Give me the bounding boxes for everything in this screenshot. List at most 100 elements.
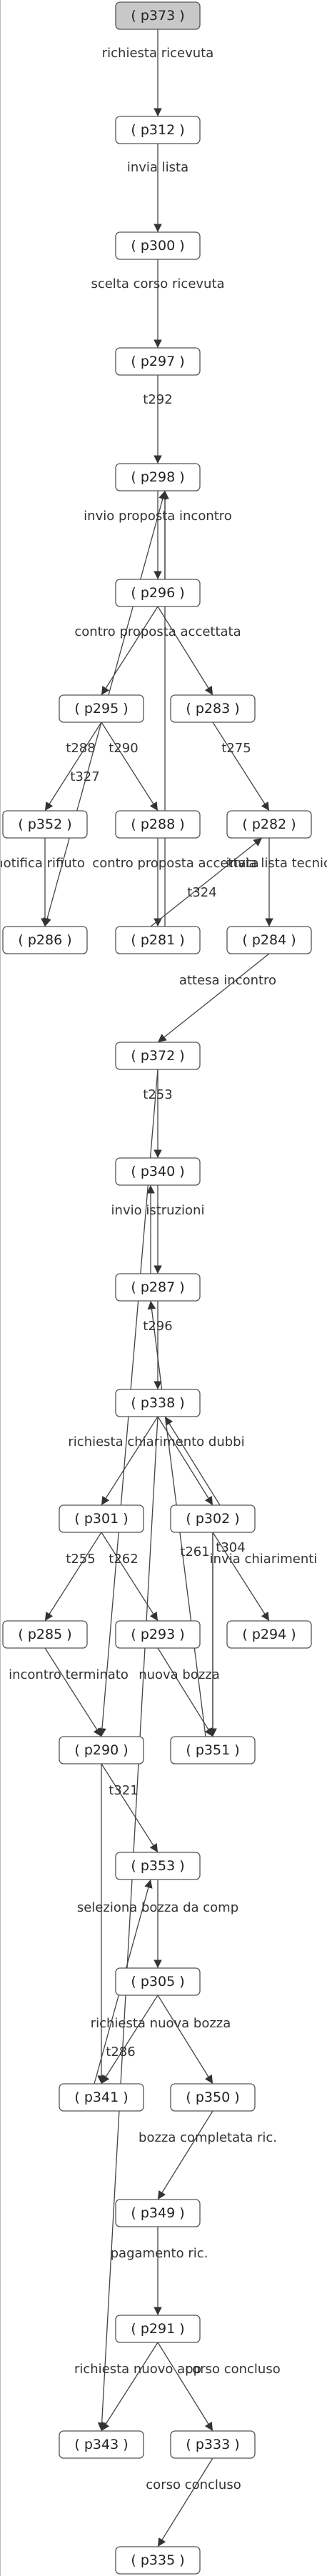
node-box: [115, 2199, 201, 2227]
edge-p291-p343: [101, 2342, 159, 2432]
node-label: ( p312 ): [131, 122, 184, 138]
node-p333[interactable]: ( p333 ): [170, 2430, 256, 2459]
node-p302[interactable]: ( p302 ): [170, 1504, 256, 1533]
node-p353[interactable]: ( p353 ): [115, 1852, 201, 1880]
node-box: [170, 2083, 256, 2112]
node-p301[interactable]: ( p301 ): [59, 1504, 144, 1533]
edge-label: t304: [216, 1540, 245, 1555]
edge-label: invia lista: [127, 160, 188, 175]
node-p283[interactable]: ( p283 ): [170, 694, 256, 723]
node-p295[interactable]: ( p295 ): [59, 694, 144, 723]
node-label: ( p282 ): [242, 817, 296, 832]
edge-label: t286: [106, 2045, 135, 2060]
node-box: [59, 2083, 144, 2112]
node-box: [170, 1504, 256, 1533]
node-label: ( p350 ): [186, 2090, 239, 2105]
node-p349[interactable]: ( p349 ): [115, 2199, 201, 2227]
edge-p305-p341: [101, 1995, 159, 2085]
edge-label: incontro terminato: [9, 1667, 129, 1682]
node-box: [115, 1273, 201, 1302]
edge-p301-p293: [101, 1532, 159, 1622]
node-p281[interactable]: ( p281 ): [115, 926, 201, 954]
node-box: [115, 1389, 201, 1417]
edge-p302-p338: [164, 1416, 221, 1506]
edge-label: attesa incontro: [179, 973, 276, 988]
edge-label: scelta corso ricevuta: [91, 276, 224, 291]
node-p300[interactable]: ( p300 ): [115, 231, 201, 260]
edge-p284-p372: [157, 953, 270, 1043]
node-label: ( p297 ): [131, 354, 184, 369]
node-label: ( p340 ): [131, 1164, 184, 1179]
node-box: [115, 463, 201, 491]
node-p341[interactable]: ( p341 ): [59, 2083, 144, 2112]
edge-p291-p333: [157, 2342, 213, 2432]
node-p284[interactable]: ( p284 ): [226, 926, 312, 954]
node-box: [115, 347, 201, 376]
edge-label: corso concluso: [185, 2362, 280, 2377]
edge-p285-p290: [44, 1647, 102, 1737]
edge-p350-p349: [157, 2110, 213, 2200]
edges-layer: [41, 29, 273, 2547]
edge-label: t255: [66, 1552, 95, 1567]
node-p285[interactable]: ( p285 ): [2, 1620, 88, 1649]
edge-label: t288: [66, 741, 95, 756]
edge-label: notifica rifiuto: [1, 856, 85, 871]
node-p288[interactable]: ( p288 ): [115, 810, 201, 839]
node-box: [2, 926, 88, 954]
node-label: ( p373 ): [131, 8, 184, 24]
edge-label: invia chiarimenti: [210, 1552, 318, 1567]
edge-p296-p283: [157, 606, 213, 696]
node-label: ( p338 ): [131, 1395, 184, 1411]
node-p305[interactable]: ( p305 ): [115, 1967, 201, 1996]
node-p351[interactable]: ( p351 ): [170, 1736, 256, 1764]
node-label: ( p343 ): [74, 2437, 128, 2452]
edge-label: richiesta nuovo app: [74, 2362, 201, 2377]
edge-p338-p302: [157, 1416, 213, 1506]
node-p312[interactable]: ( p312 ): [115, 116, 201, 144]
edge-label: nuova bozza: [139, 1667, 220, 1682]
edge-labels-layer: richiesta ricevuta invia lista scelta cors…: [1, 46, 327, 2492]
node-label: ( p290 ): [74, 1742, 128, 1758]
edge-p295-p288: [101, 722, 159, 812]
node-p372[interactable]: ( p372 ): [115, 1042, 201, 1070]
node-p287[interactable]: ( p287 ): [115, 1273, 201, 1302]
node-box: [115, 926, 201, 954]
node-p350[interactable]: ( p350 ): [170, 2083, 256, 2112]
edge-p305-p350: [157, 1995, 213, 2085]
node-label: ( p353 ): [131, 1858, 184, 1874]
edge-p338-p301: [101, 1416, 159, 1506]
node-p291[interactable]: ( p291 ): [115, 2315, 201, 2343]
node-box: [115, 116, 201, 144]
edge-label: t290: [109, 741, 138, 756]
node-box: [115, 1967, 201, 1996]
node-p352[interactable]: ( p352 ): [2, 810, 88, 839]
node-p282[interactable]: ( p282 ): [226, 810, 312, 839]
edge-label: invio istruzioni: [111, 1203, 205, 1218]
edge-label: richiesta ricevuta: [102, 46, 214, 61]
node-p296[interactable]: ( p296 ): [115, 579, 201, 607]
node-p340[interactable]: ( p340 ): [115, 1157, 201, 1186]
node-p294[interactable]: ( p294 ): [226, 1620, 312, 1649]
node-p373[interactable]: ( p373 ): [115, 1, 201, 30]
edge-p296-p295: [101, 606, 159, 696]
node-p286[interactable]: ( p286 ): [2, 926, 88, 954]
node-p298[interactable]: ( p298 ): [115, 463, 201, 491]
node-p297[interactable]: ( p297 ): [115, 347, 201, 376]
node-p335[interactable]: ( p335 ): [115, 2546, 201, 2575]
node-p293[interactable]: ( p293 ): [115, 1620, 201, 1649]
node-label: ( p349 ): [131, 2205, 184, 2221]
node-label: ( p283 ): [186, 701, 239, 717]
node-label: ( p291 ): [131, 2321, 184, 2337]
node-box: [2, 1620, 88, 1649]
edge-p295-p352: [44, 722, 102, 812]
edge-label: invia lista tecniche: [226, 856, 327, 871]
node-label: ( p301 ): [74, 1511, 128, 1527]
node-box: [59, 1736, 144, 1764]
node-p290[interactable]: ( p290 ): [59, 1736, 144, 1764]
edge-p281-p282: [150, 837, 263, 927]
node-label: ( p372 ): [131, 1048, 184, 1064]
node-p343[interactable]: ( p343 ): [59, 2430, 144, 2459]
node-p338[interactable]: ( p338 ): [115, 1389, 201, 1417]
edge-label: t321: [109, 1783, 138, 1798]
